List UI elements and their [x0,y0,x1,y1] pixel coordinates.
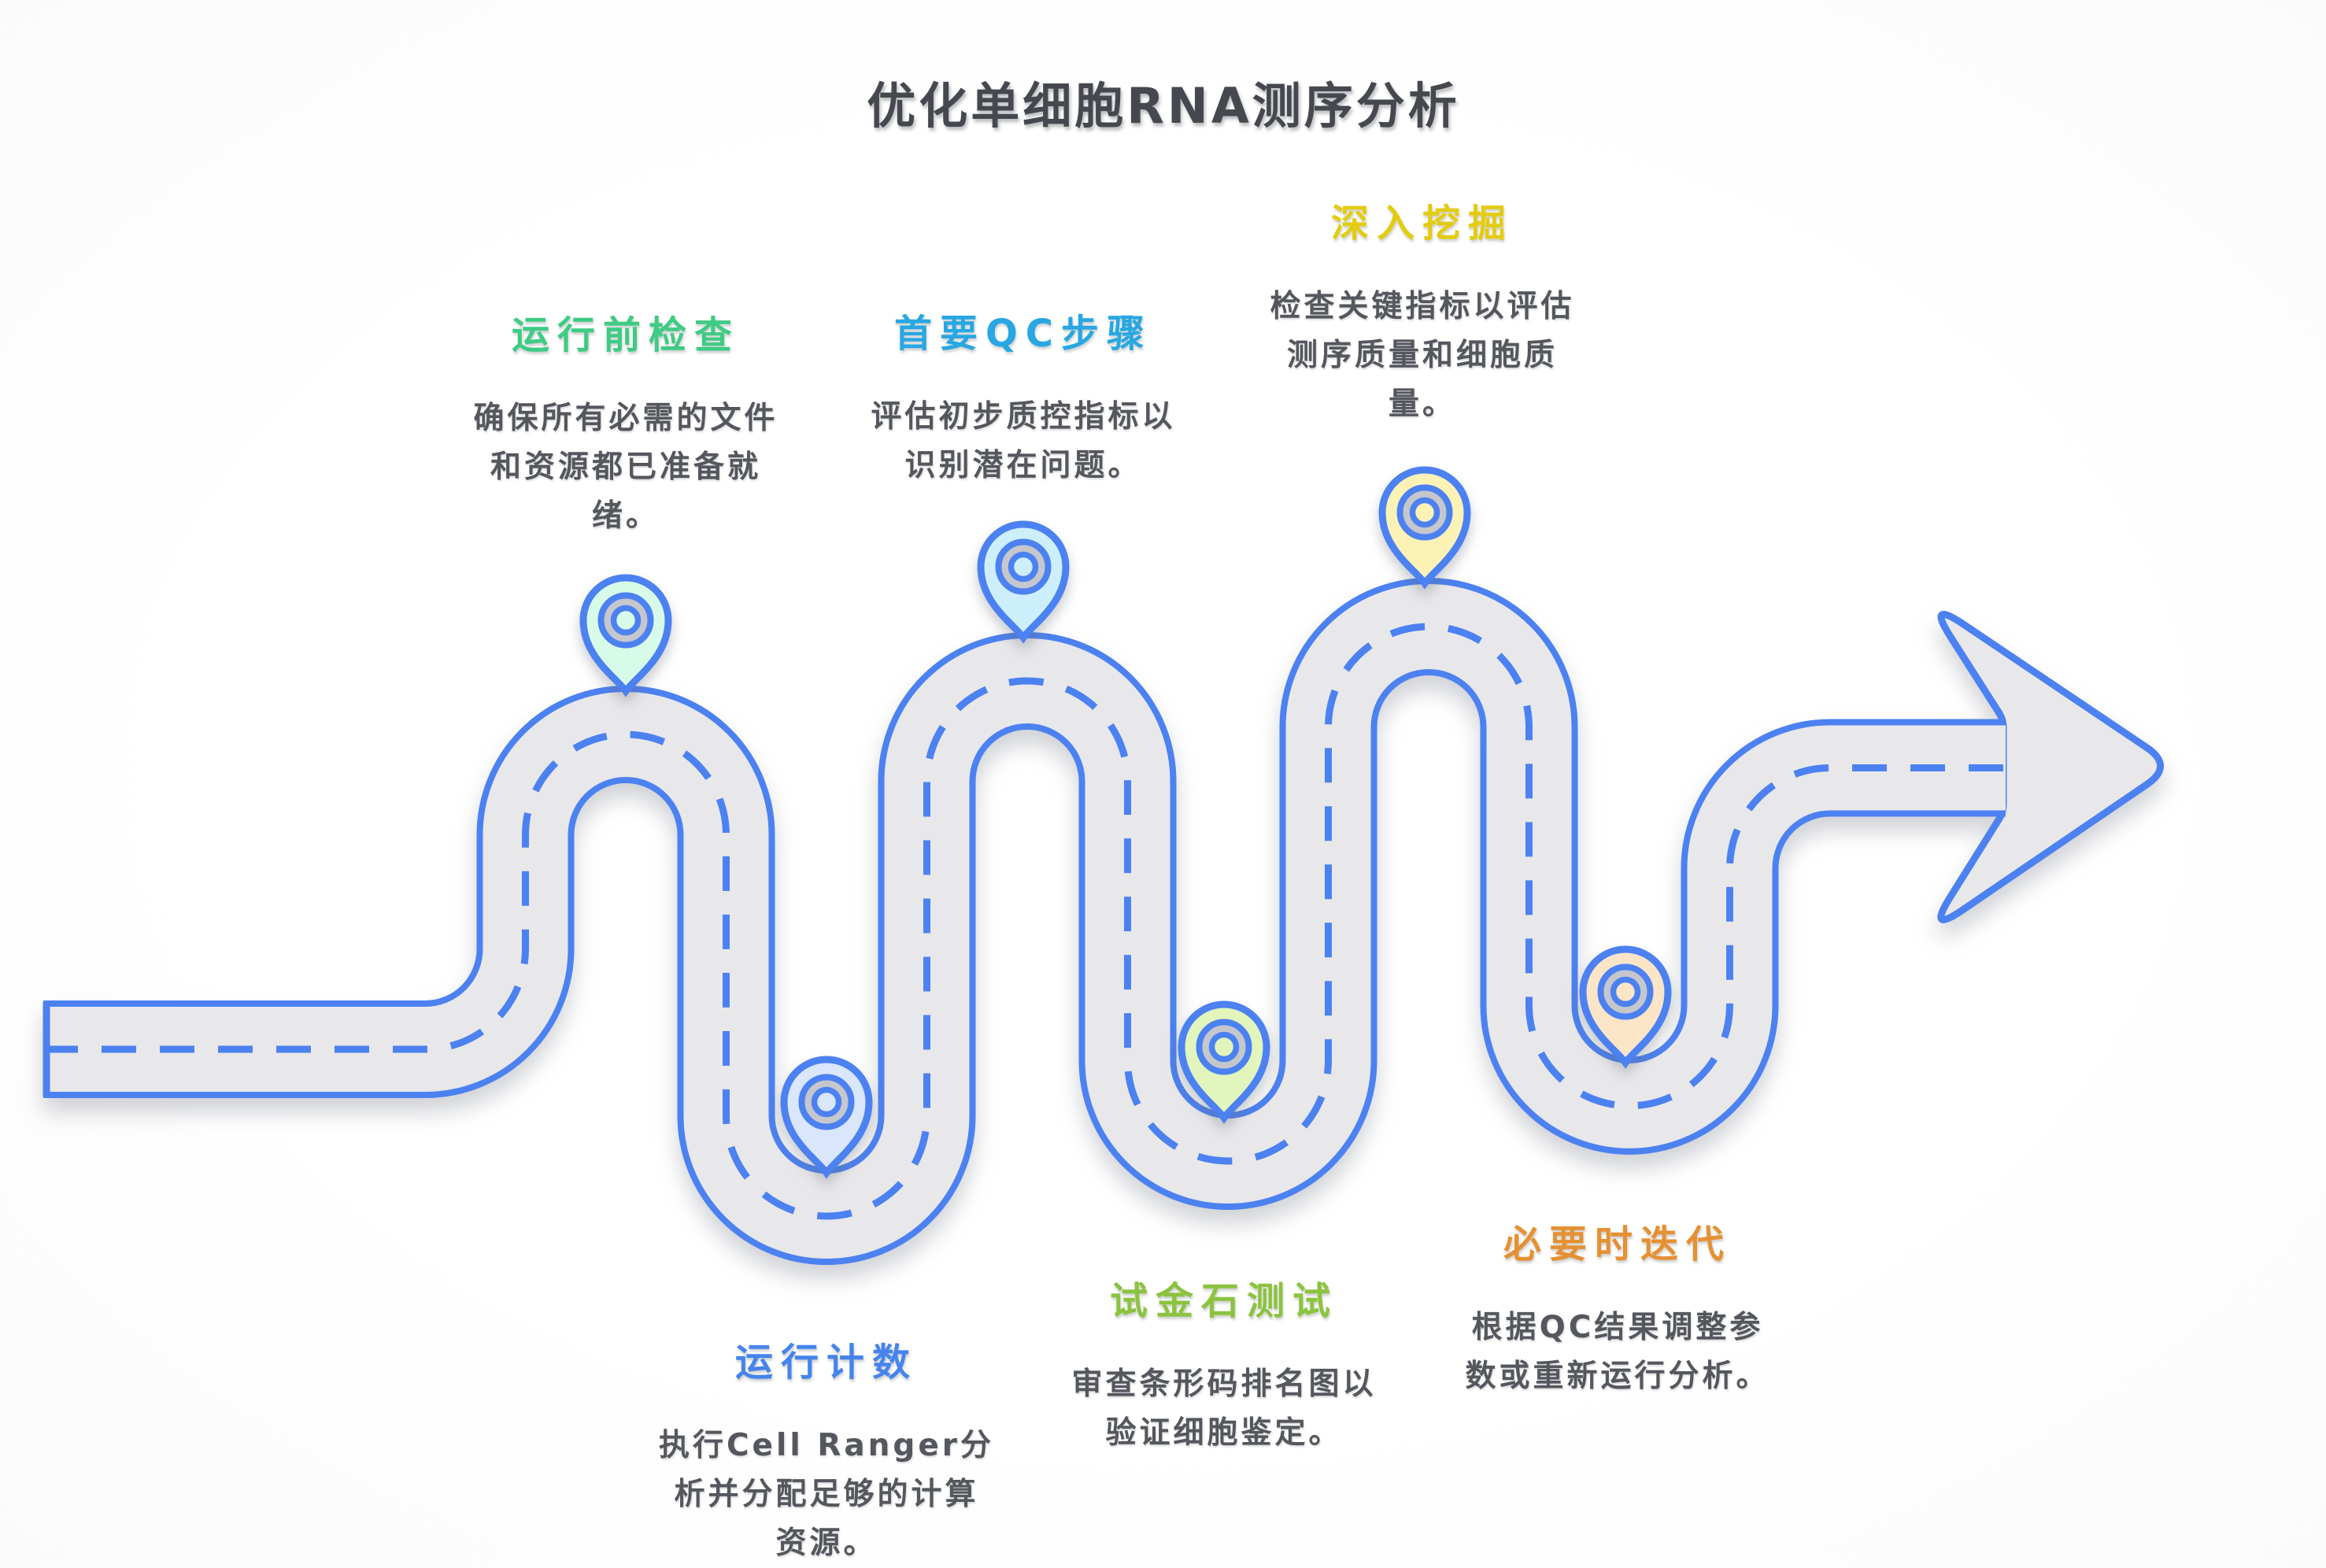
step-description: 检查关键指标以评估 测序质量和细胞质 量。 [1270,289,1575,422]
step-description: 评估初步质控指标以 识别潜在问题。 [871,399,1176,483]
step-4-touchstone-test: 试金石测试 审查条形码排名图以 验证细胞鉴定。 [1039,1277,1409,1458]
map-pin-step-6 [1583,949,1668,1063]
map-pin-step-3 [981,524,1066,638]
map-pin-step-5 [1382,470,1467,583]
pin-dot [1008,551,1039,582]
step-description: 审查条形码排名图以 验证细胞鉴定。 [1071,1366,1377,1451]
map-pin-step-4 [1181,1004,1267,1118]
road-group [43,614,2164,1216]
pin-dot [610,605,642,636]
map-pin-step-2 [784,1060,869,1173]
pin-dot [1610,976,1641,1008]
page-title: 优化单细胞RNA测序分析 [867,77,1460,135]
step-2-run-counts: 运行计数 执行Cell Ranger分 析并分配足够的计算 资源。 [642,1338,1011,1568]
step-heading: 必要时迭代 [1503,1222,1732,1267]
step-heading: 运行计数 [734,1341,918,1385]
step-heading: 深入挖掘 [1330,202,1514,246]
pin-dot [811,1086,842,1118]
step-description: 根据QC结果调整参 数或重新运行分析。 [1465,1310,1770,1394]
step-heading: 试金石测试 [1109,1279,1338,1323]
step-5-dig-deeper: 深入挖掘 检查关键指标以评估 测序质量和细胞质 量。 [1237,199,1607,429]
step-1-prerun-check: 运行前检查 确保所有必需的文件 和资源都已准备就 绪。 [441,311,811,541]
step-description: 执行Cell Ranger分 析并分配足够的计算 资源。 [658,1428,995,1561]
step-3-first-qc: 首要QC步骤 评估初步质控指标以 识别潜在问题。 [838,309,1208,490]
step-description: 确保所有必需的文件 和资源都已准备就 绪。 [473,401,778,534]
step-heading: 首要QC步骤 [893,312,1153,356]
step-6-iterate: 必要时迭代 根据QC结果调整参 数或重新运行分析。 [1433,1220,1803,1401]
step-heading: 运行前检查 [511,313,740,357]
pin-dot [1409,497,1440,528]
map-pin-step-1 [583,578,668,691]
pin-dot [1208,1031,1240,1063]
